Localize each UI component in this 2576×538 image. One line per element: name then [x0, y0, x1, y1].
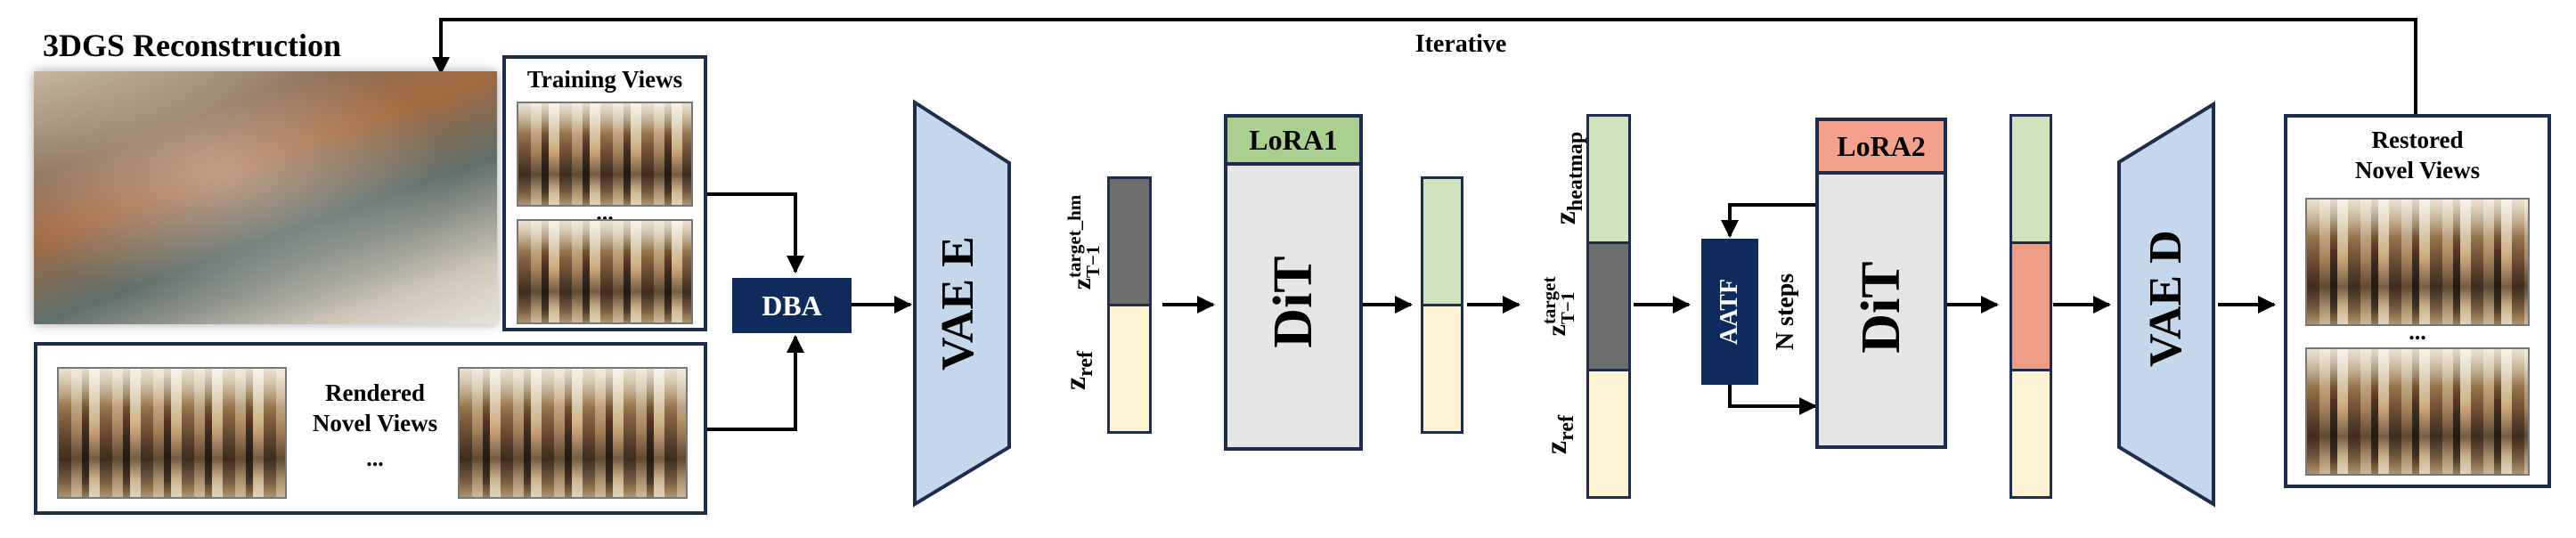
lora2-badge: LoRA2 — [1819, 121, 1944, 175]
latent-target-hm — [1107, 176, 1152, 306]
dba-label: DBA — [762, 289, 822, 322]
latent-target — [1586, 241, 1631, 371]
label-z-ref-1: zref — [1058, 326, 1097, 415]
recon-title: 3DGS Reconstruction — [43, 28, 341, 63]
rendered-views-panel: Rendered Novel Views ... — [34, 342, 707, 515]
rendered-view-thumb — [57, 367, 287, 499]
vae-e-label: VAE E — [933, 236, 983, 371]
z-target-sup: target — [1538, 276, 1561, 325]
z-ref2-base: z — [1540, 440, 1573, 454]
rendered-views-ellipsis: ... — [366, 445, 384, 471]
dit1-module: LoRA1 DiT — [1224, 114, 1363, 451]
aatf-label: AATF — [1716, 278, 1743, 346]
restored-views-panel: Restored Novel Views ... — [2284, 114, 2551, 488]
lora1-label: LoRA1 — [1249, 123, 1338, 156]
label-z-heatmap: zheatmap — [1548, 107, 1587, 249]
vae-encoder-shape — [913, 99, 1011, 508]
z-heatmap-base: z — [1549, 211, 1582, 225]
dit2-label: DiT — [1851, 261, 1912, 354]
rendered-view-thumb — [458, 367, 688, 499]
aatf-module — [1701, 239, 1758, 385]
restored-views-ellipsis: ... — [2409, 319, 2426, 345]
z-target-hm-base: z — [1067, 278, 1096, 290]
z-ref2-sub: ref — [1554, 415, 1578, 441]
arrow-rendered-to-dba — [707, 335, 804, 431]
z-target-sub: T−1 — [1557, 291, 1579, 325]
latent-out-salmon — [2009, 241, 2052, 371]
z-ref1-sub: ref — [1073, 351, 1097, 377]
latent-mid-cream — [1421, 304, 1463, 434]
arrow-training-to-dba — [704, 192, 804, 273]
dit1-label: DiT — [1263, 256, 1324, 348]
training-views-title: Training Views — [526, 66, 683, 93]
reconstruction-image — [34, 71, 497, 324]
training-views-panel: Training Views ... — [502, 55, 707, 331]
iterative-label: Iterative — [1414, 30, 1507, 58]
vae-decoder-shape — [2117, 101, 2215, 508]
label-z-ref-2: zref — [1539, 390, 1578, 479]
latent-mid-green — [1421, 176, 1463, 306]
latent-ref-1 — [1107, 304, 1152, 434]
arrow-iterative-feedback — [432, 18, 2417, 114]
n-steps-label: N steps — [1772, 273, 1799, 351]
dit2-module: LoRA2 DiT — [1815, 118, 1947, 449]
rendered-views-title-line2: Novel Views — [312, 410, 438, 436]
training-views-ellipsis: ... — [596, 200, 614, 225]
lora1-badge: LoRA1 — [1227, 118, 1359, 166]
z-target-hm-sub: T−1 — [1082, 245, 1105, 278]
lora2-label: LoRA2 — [1837, 129, 1926, 162]
restored-views-title-line1: Restored — [2371, 126, 2464, 153]
rendered-views-title-line1: Rendered — [325, 379, 425, 406]
vae-d-label: VAE D — [2140, 230, 2191, 367]
latent-ref-2 — [1586, 369, 1631, 499]
arrow-dit2-to-aatf — [1721, 203, 1817, 238]
z-target-base: z — [1542, 324, 1571, 337]
arrow-aatf-to-dit2 — [1728, 385, 1817, 415]
latent-out-cream — [2009, 369, 2052, 499]
latent-heatmap — [1586, 114, 1631, 244]
restored-view-thumb — [2305, 347, 2530, 476]
z-heatmap-sub: heatmap — [1563, 131, 1587, 212]
latent-out-green — [2009, 114, 2052, 244]
z-ref1-base: z — [1059, 376, 1092, 390]
training-view-thumb — [517, 102, 693, 207]
restored-view-thumb — [2305, 198, 2530, 326]
dba-module: DBA — [732, 278, 852, 333]
z-target-hm-sup: target_hm — [1064, 194, 1086, 278]
restored-views-title-line2: Novel Views — [2354, 157, 2481, 183]
training-view-thumb — [517, 219, 693, 324]
